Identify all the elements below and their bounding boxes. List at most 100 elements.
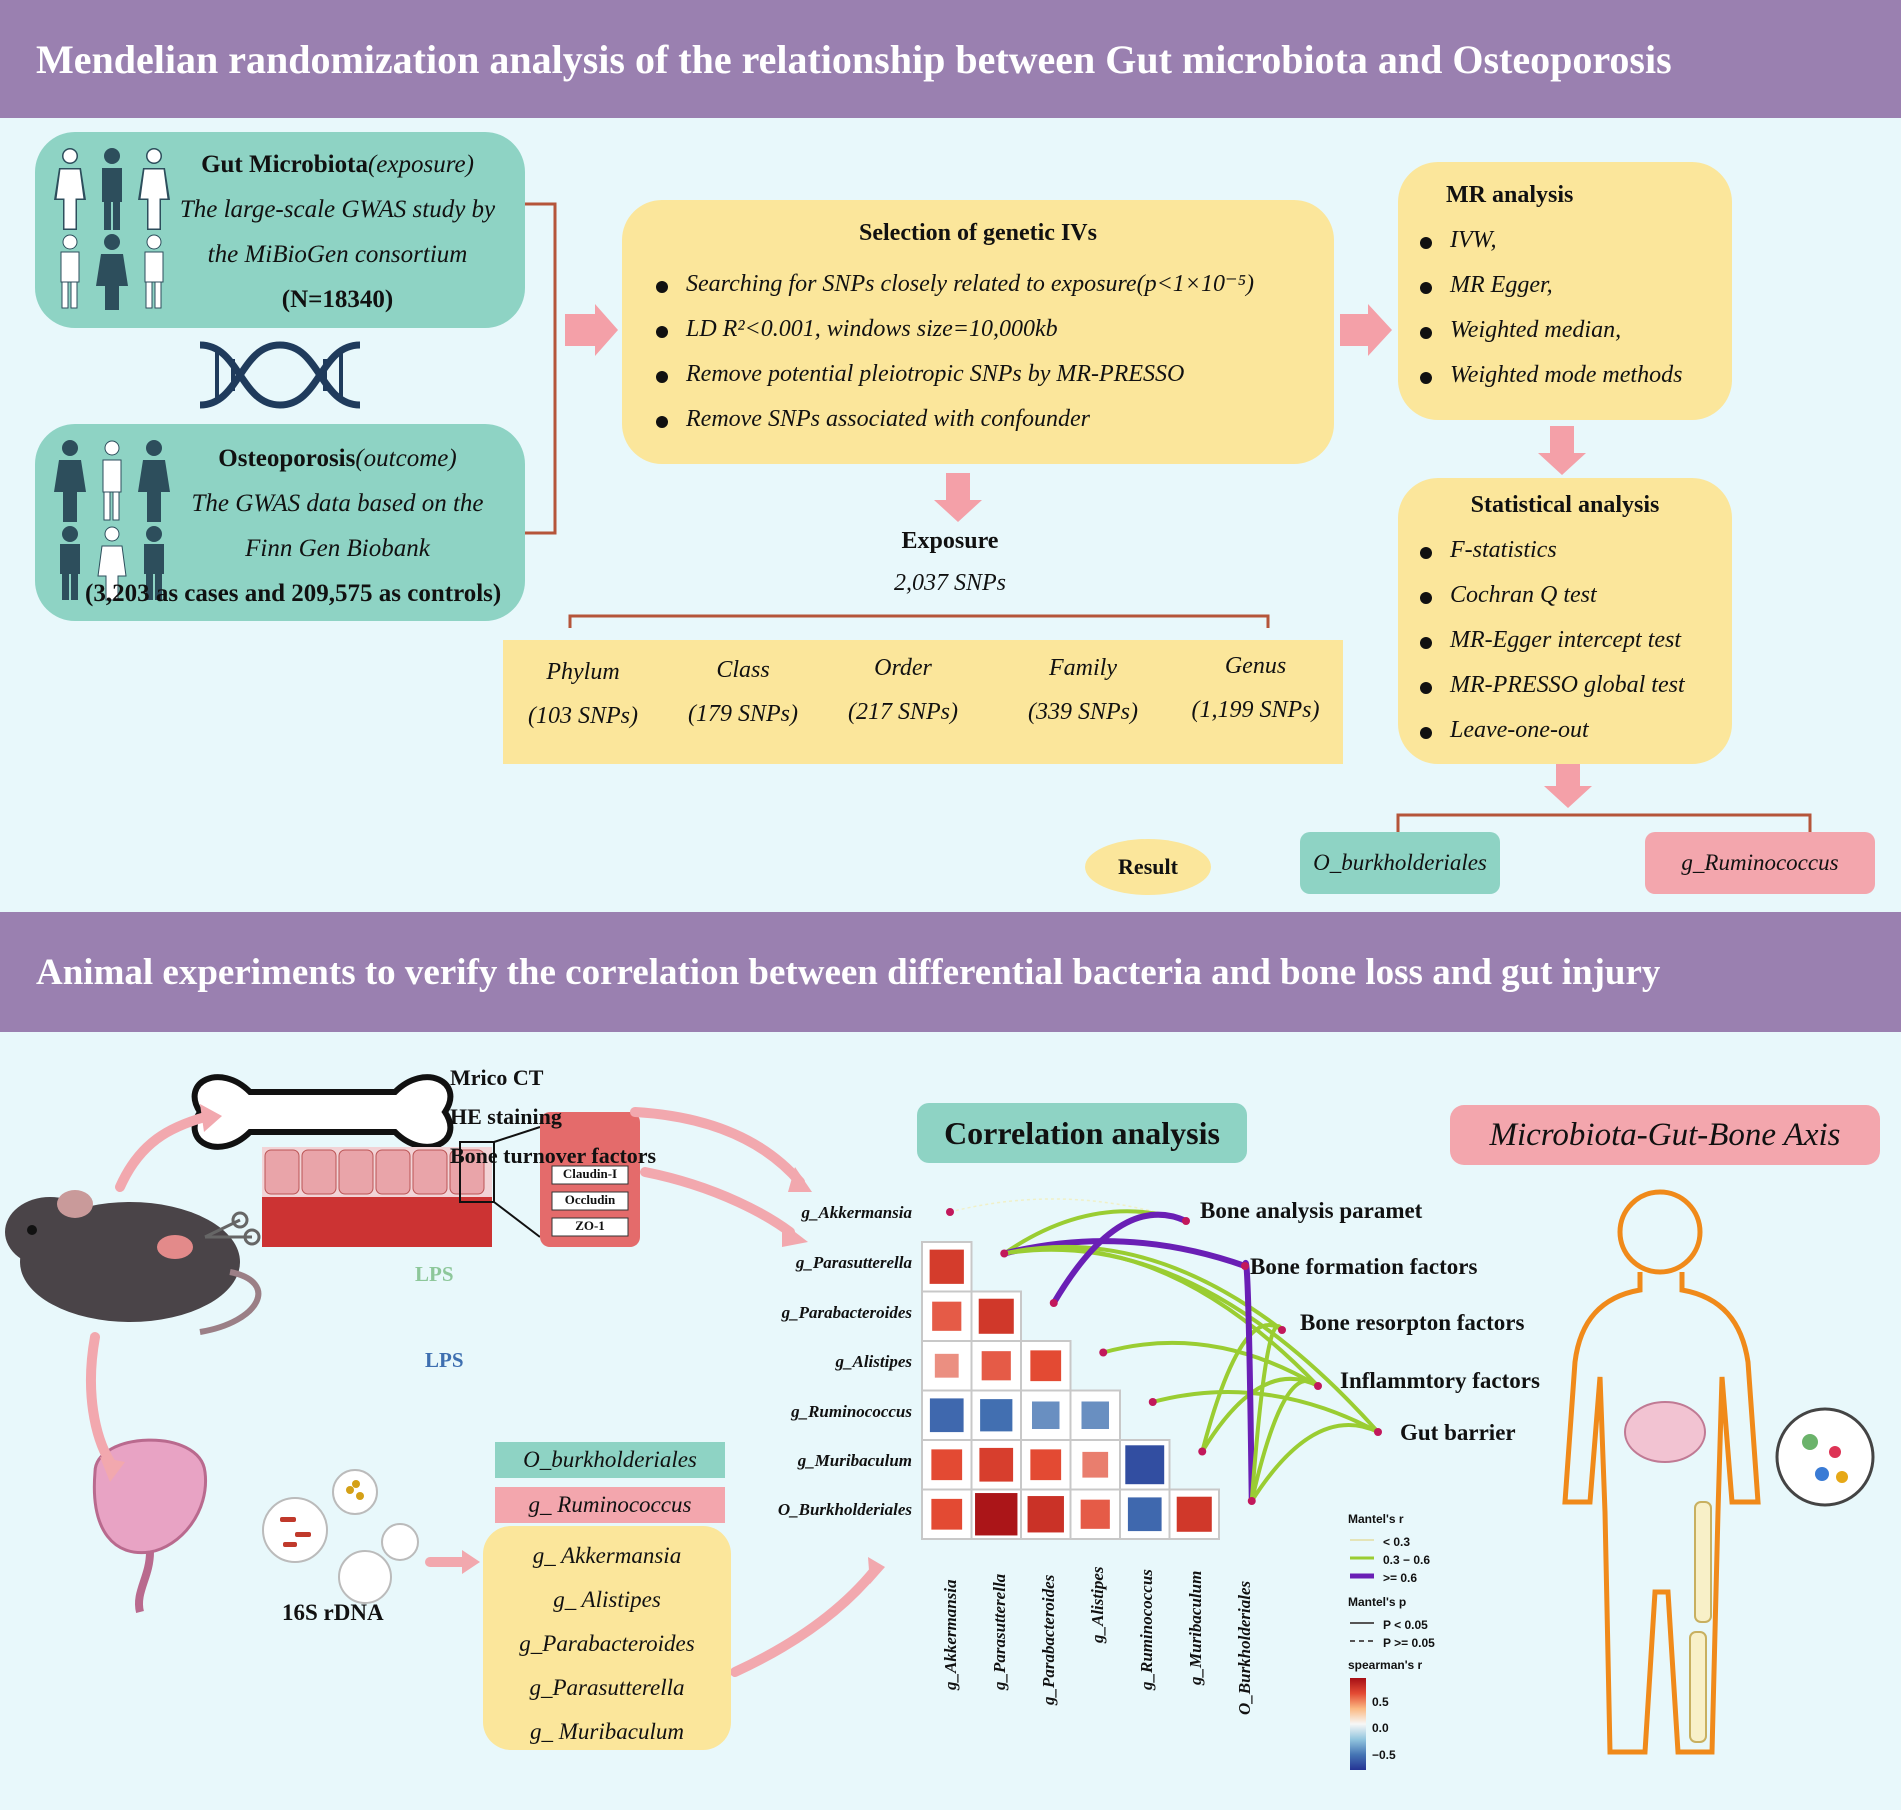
selection-item: LD R²<0.001, windows size=10,000kb (652, 307, 1332, 352)
outcome-heading: Osteoporosis (218, 445, 356, 472)
spearman-legend-title: spearman's r (1348, 1658, 1423, 1672)
exposure-line3: (N=18340) (281, 286, 394, 313)
selection-item: Remove SNPs associated with confounder (652, 397, 1332, 442)
node-dot (1278, 1326, 1286, 1334)
node-dot (1198, 1447, 1207, 1456)
microbe-cluster-icon (1775, 1407, 1875, 1507)
bone-tests: Mrico CT HE staining Bone turnover facto… (450, 1058, 656, 1175)
stat-test: Cochran Q test (1416, 573, 1726, 618)
selection-item: Searching for SNPs closely related to ex… (652, 262, 1332, 307)
row-label: g_Parasutterella (795, 1253, 912, 1272)
heatmap-cell (1176, 1496, 1212, 1532)
people-icon (54, 148, 170, 310)
spearman-tick: −0.5 (1372, 1748, 1396, 1762)
arrow-bone-to-correlation (630, 1107, 805, 1187)
arrow-mouse-to-bone (115, 1112, 210, 1192)
mantel-link (1200, 1323, 1284, 1453)
mr-method: Weighted mode methods (1416, 353, 1726, 398)
section-1-title: Mendelian randomization analysis of the … (36, 36, 1672, 82)
people-icon-outcome (54, 440, 170, 601)
mantel-link (1250, 1423, 1379, 1503)
bracket-exposure (568, 614, 1270, 628)
node-dot (1182, 1217, 1190, 1225)
genera-list: g_ Akkermansia g_ Alistipes g_Parabacter… (483, 1526, 731, 1750)
exposure-role: (exposure) (367, 151, 474, 178)
mr-connectors (520, 202, 1812, 833)
exposure-summary-label: Exposure (901, 528, 999, 554)
bone-test: Bone turnover factors (450, 1143, 657, 1168)
taxonomy-bar: Phylum(103 SNPs) Class(179 SNPs) Order(2… (503, 640, 1343, 764)
row-label: O_Burkholderiales (777, 1500, 912, 1519)
spearman-tick: 0.0 (1372, 1721, 1389, 1735)
heatmap-cell (1080, 1499, 1110, 1529)
outcome-line3: (3,203 as cases and 209,575 as controls) (85, 580, 502, 607)
mr-analysis-box: MR analysis IVW, MR Egger, Weighted medi… (1398, 162, 1732, 420)
category-family: Family(339 SNPs) (1028, 655, 1138, 725)
mantel-p-legend-title: Mantel's p (1348, 1595, 1407, 1609)
mantel-r-legend-title: Mantel's r (1348, 1512, 1404, 1526)
mr-analysis-title: MR analysis (1446, 182, 1574, 208)
mouse-icon (5, 1190, 262, 1335)
bracket-results (1396, 813, 1812, 833)
arrow-to-selection (565, 304, 618, 356)
outcome-role: (outcome) (355, 445, 457, 472)
category-genus: Genus(1,199 SNPs) (1191, 653, 1320, 723)
arrow-to-exposure (934, 473, 982, 522)
node-dot (1374, 1428, 1382, 1436)
statistical-list: F-statistics Cochran Q test MR-Egger int… (1416, 528, 1726, 753)
mantel-p-legend-items: P < 0.05 P >= 0.05 (1383, 1616, 1435, 1652)
category-order: Order(217 SNPs) (848, 655, 958, 725)
gut-epithelium-icon (262, 1112, 640, 1247)
genus-item: g_ Akkermansia (532, 1543, 682, 1568)
exposure-box: Gut Microbiota(exposure) The large-scale… (35, 132, 525, 328)
node-dot (946, 1208, 954, 1216)
mantel-r-legend-lines (1350, 1539, 1374, 1579)
exposure-text: Gut Microbiota(exposure) The large-scale… (165, 142, 510, 322)
node-dot (1314, 1382, 1322, 1390)
row-label: g_Parabacteroides (781, 1303, 912, 1322)
exposure-heading: Gut Microbiota (201, 151, 368, 178)
row-label: g_Alistipes (835, 1352, 912, 1371)
genus-item: g_Parabacteroides (519, 1631, 695, 1656)
lps-bottom-label: LPS (425, 1348, 464, 1372)
statistical-box: Statistical analysis F-statistics Cochra… (1398, 478, 1732, 764)
heatmap-cell (931, 1498, 963, 1530)
heatmap-cell (929, 1249, 964, 1284)
mr-method: IVW, (1416, 218, 1726, 263)
bone-test: Mrico CT (450, 1065, 544, 1090)
seq-label: 16S rDNA (282, 1600, 384, 1625)
animal-illustrations (5, 1074, 1875, 1755)
selection-title: Selection of genetic IVs (859, 220, 1097, 246)
bone-icon (191, 1074, 454, 1150)
outcome-line2: Finn Gen Biobank (245, 535, 430, 562)
section-2-title: Animal experiments to verify the correla… (36, 951, 1661, 993)
factor-label: Bone resorpton factors (1300, 1310, 1525, 1335)
row-label: g_Ruminococcus (791, 1402, 912, 1421)
stat-test: MR-PRESSO global test (1416, 663, 1726, 708)
mantel-link (1051, 1211, 1188, 1305)
heatmap-cell (980, 1399, 1013, 1432)
factor-label: Gut barrier (1400, 1420, 1516, 1445)
mantel-link (949, 1198, 1187, 1222)
heatmap-cell (1031, 1401, 1060, 1430)
mantel-link (1249, 1324, 1284, 1502)
mr-analysis-list: IVW, MR Egger, Weighted median, Weighted… (1416, 218, 1726, 398)
arrow-to-results (1544, 763, 1592, 808)
heatmap-cell (1082, 1451, 1109, 1478)
outcome-text: Osteoporosis(outcome) The GWAS data base… (165, 436, 510, 571)
axis-title: Microbiota-Gut-Bone Axis (1450, 1105, 1880, 1165)
section-2-banner: Animal experiments to verify the correla… (0, 912, 1901, 1032)
arrow-to-mr (1340, 304, 1392, 356)
human-body-icon (1562, 1189, 1761, 1755)
stat-test: MR-Egger intercept test (1416, 618, 1726, 663)
node-dot (1148, 1398, 1157, 1406)
result-label: Result (1085, 839, 1211, 895)
mantel-link (1242, 1260, 1255, 1502)
selection-box: Selection of genetic IVs Searching for S… (622, 200, 1334, 464)
result-hit-burkholderiales: O_burkholderiales (1300, 832, 1500, 894)
mantel-r-item: < 0.3 (1383, 1535, 1411, 1549)
heatmap-cell (1125, 1445, 1165, 1485)
result-hit-ruminococcus: g_Ruminococcus (1645, 832, 1875, 894)
mantel-p-item: P >= 0.05 (1383, 1636, 1435, 1650)
spearman-colorbar (1350, 1678, 1366, 1770)
